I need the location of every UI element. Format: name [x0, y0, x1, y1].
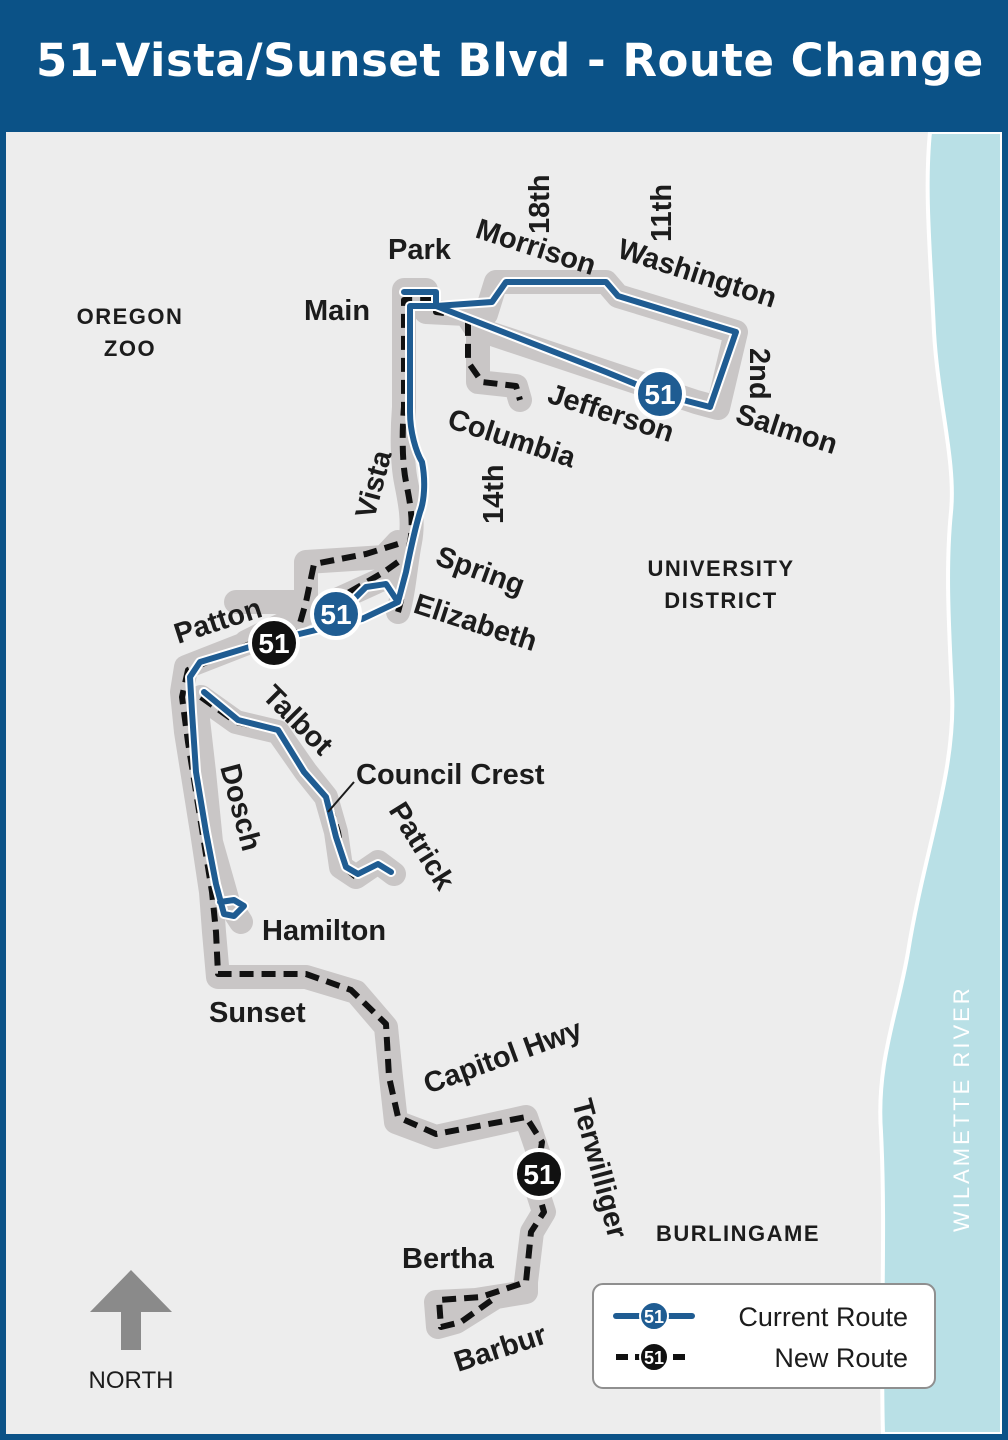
legend-new-badge-text: 51 [644, 1348, 664, 1368]
oregon-zoo-label: OREGON [77, 304, 184, 329]
legend-new-label: New Route [774, 1343, 908, 1373]
willamette-river [878, 132, 1002, 1434]
svg-text:51: 51 [258, 628, 289, 659]
street-label-main: Main [304, 295, 370, 327]
north-arrow-icon [90, 1270, 172, 1350]
new-route-badge-terwilliger: 51 [513, 1148, 565, 1200]
street-label-sunset: Sunset [209, 997, 306, 1029]
street-label-park: Park [388, 234, 452, 266]
page-title: 51-Vista/Sunset Blvd - Route Change [36, 34, 984, 87]
street-label-14th: 14th [478, 464, 510, 524]
new-route-badge-patton: 51 [248, 617, 300, 669]
oregon-zoo-label-2: ZOO [104, 336, 156, 361]
map-area: 51 51 51 51 OREGON ZOO UNIVERSITY DISTRI… [6, 132, 1002, 1434]
council-crest-leader-line [327, 781, 355, 813]
street-label-11th: 11th [646, 184, 678, 242]
legend-current-badge-text: 51 [644, 1307, 664, 1327]
street-label-2nd: 2nd [743, 348, 775, 400]
legend-current-badge [639, 1301, 669, 1331]
current-route-badge-vista: 51 [310, 588, 362, 640]
legend-box [592, 1283, 936, 1389]
university-district-label: UNIVERSITY [647, 556, 794, 581]
north-arrow: NORTH [89, 1270, 174, 1394]
map-canvas: 51 51 51 51 OREGON ZOO UNIVERSITY DISTRI… [6, 132, 1002, 1434]
street-label-council-crest: Council Crest [356, 759, 545, 791]
current-route-badge-downtown: 51 [634, 368, 686, 420]
svg-text:51: 51 [523, 1159, 554, 1190]
street-label-bertha: Bertha [402, 1243, 495, 1275]
university-district-label-2: DISTRICT [664, 588, 777, 613]
header-bar: 51-Vista/Sunset Blvd - Route Change [0, 0, 1008, 132]
north-label: NORTH [89, 1367, 174, 1394]
svg-text:51: 51 [644, 379, 675, 410]
river-label: WILAMETTE RIVER [949, 985, 974, 1232]
svg-text:51: 51 [320, 599, 351, 630]
street-label-hamilton: Hamilton [262, 915, 386, 947]
legend-current-label: Current Route [738, 1302, 908, 1332]
street-label-18th: 18th [524, 174, 556, 234]
burlingame-label: BURLINGAME [656, 1221, 820, 1246]
legend-new-badge [639, 1342, 669, 1372]
legend: 51 Current Route 51 New Route [592, 1283, 936, 1389]
current-route-line [187, 279, 739, 919]
